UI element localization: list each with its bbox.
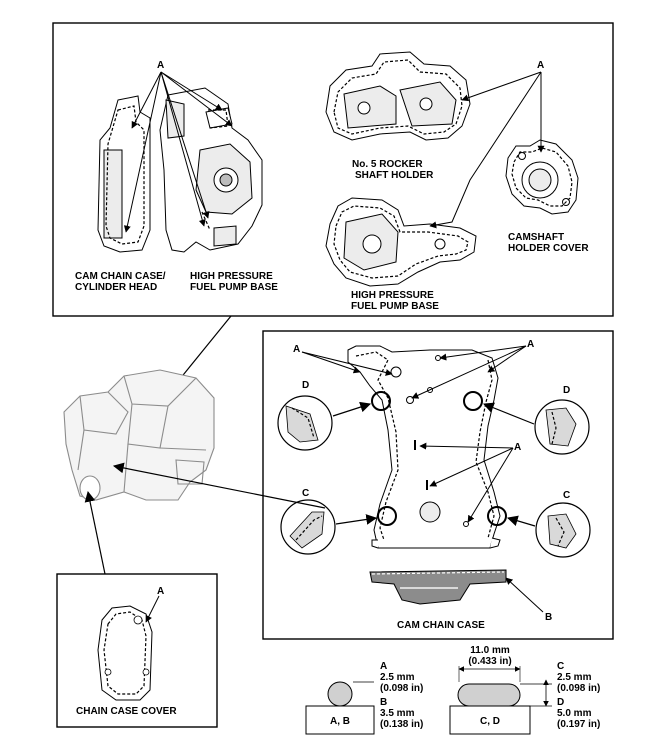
- engine-to-right-panel-leader: [112, 462, 326, 509]
- top-right-callout-a: A: [537, 60, 545, 71]
- cam-chain-case-sealant: [355, 351, 495, 541]
- rocker-label-line1: No. 5 ROCKER: [352, 159, 423, 170]
- chain-case-cover-title: CHAIN CASE COVER: [76, 706, 177, 717]
- callout-a-left-leaders: [123, 71, 233, 233]
- chain-case-cover-a-leader: [145, 595, 160, 623]
- right-panel-a-leaders: [301, 345, 527, 523]
- oil-pan-drawing: [369, 569, 507, 605]
- bead-width-mm: 11.0 mm: [470, 645, 510, 656]
- engine-to-left-panel-leader: [84, 490, 106, 575]
- bead-c-letter: C: [557, 661, 565, 672]
- detail-c-right-label: C: [563, 490, 571, 501]
- camshaft-label-line1: CAMSHAFT: [508, 232, 565, 243]
- bolt-mark: [414, 440, 416, 450]
- hp-fuel-pump-base-right-sealant: [333, 205, 469, 279]
- engine-drawing: [63, 369, 215, 501]
- right-panel-callout-b: B: [545, 612, 553, 623]
- cylinder-head-drawing: [97, 87, 263, 253]
- cam-chain-case-label-line2: CYLINDER HEAD: [75, 282, 158, 293]
- bead-b-in: (0.138 in): [380, 719, 424, 730]
- top-left-callout-a: A: [157, 60, 165, 71]
- bead-d-letter: D: [557, 697, 565, 708]
- detail-d-left-label: D: [302, 380, 310, 391]
- detail-d-right-label: D: [563, 385, 571, 396]
- detail-bubble-c-left: [280, 499, 336, 555]
- case-detail-circles: [371, 391, 507, 526]
- bead-b-mm: 3.5 mm: [380, 708, 415, 719]
- detail-arrows: [332, 401, 536, 527]
- bead-width-in: (0.433 in): [468, 656, 512, 667]
- camshaft-holder-cover-drawing: [505, 139, 579, 215]
- left-panel: [56, 573, 218, 728]
- bead-ab-base-label: A, B: [330, 716, 350, 727]
- hp-fuel-pump-right-label-line2: FUEL PUMP BASE: [351, 301, 439, 312]
- callout-b-leader: [505, 577, 544, 613]
- top-panel-frame: [52, 22, 614, 317]
- right-panel-frame: [262, 330, 614, 640]
- detail-c-left-label: C: [302, 488, 310, 499]
- bead-a-mm: 2.5 mm: [380, 672, 415, 683]
- rocker-label-line2: SHAFT HOLDER: [355, 170, 434, 181]
- bead-c-mm: 2.5 mm: [557, 672, 592, 683]
- camshaft-label-line2: HOLDER COVER: [508, 243, 589, 254]
- bead-legend-flat: [449, 666, 552, 735]
- detail-bubble-c-right: [535, 502, 591, 558]
- bead-c-in: (0.098 in): [557, 683, 601, 694]
- right-panel-callout-a-mid: A: [514, 442, 522, 453]
- cylinder-head-sealant: [105, 105, 229, 245]
- camshaft-cover-sealant: [511, 147, 573, 207]
- bead-cd-base-label: C, D: [480, 716, 500, 727]
- hp-fuel-pump-right-label-line1: HIGH PRESSURE: [351, 290, 434, 301]
- bolt-mark: [426, 480, 428, 490]
- bead-legend-round: [305, 681, 375, 735]
- bead-d-mm: 5.0 mm: [557, 708, 592, 719]
- right-panel-callout-a-left: A: [293, 344, 301, 355]
- top-panel: [52, 22, 614, 317]
- left-panel-frame: [56, 573, 218, 728]
- bead-b-letter: B: [380, 697, 388, 708]
- bead-d-in: (0.197 in): [557, 719, 601, 730]
- chain-case-cover-callout-a: A: [157, 586, 165, 597]
- right-panel-callout-a-right: A: [527, 339, 535, 350]
- hp-fuel-pump-left-label-line2: FUEL PUMP BASE: [190, 282, 278, 293]
- callout-a-right-leaders: [429, 71, 545, 229]
- cam-chain-case-label-line1: CAM CHAIN CASE/: [75, 271, 166, 282]
- rocker-shaft-holder-drawing: [325, 51, 471, 141]
- chain-case-cover-drawing: [97, 605, 153, 701]
- hp-fuel-pump-left-label-line1: HIGH PRESSURE: [190, 271, 273, 282]
- detail-bubble-d-right: [534, 399, 590, 455]
- detail-bubble-d-left: [277, 395, 333, 451]
- right-panel: [262, 330, 614, 640]
- bead-a-in: (0.098 in): [380, 683, 424, 694]
- hp-fuel-pump-base-right-drawing: [325, 197, 477, 287]
- bead-a-letter: A: [380, 661, 388, 672]
- cam-chain-case-title: CAM CHAIN CASE: [397, 620, 485, 631]
- rocker-shaft-sealant: [333, 59, 463, 135]
